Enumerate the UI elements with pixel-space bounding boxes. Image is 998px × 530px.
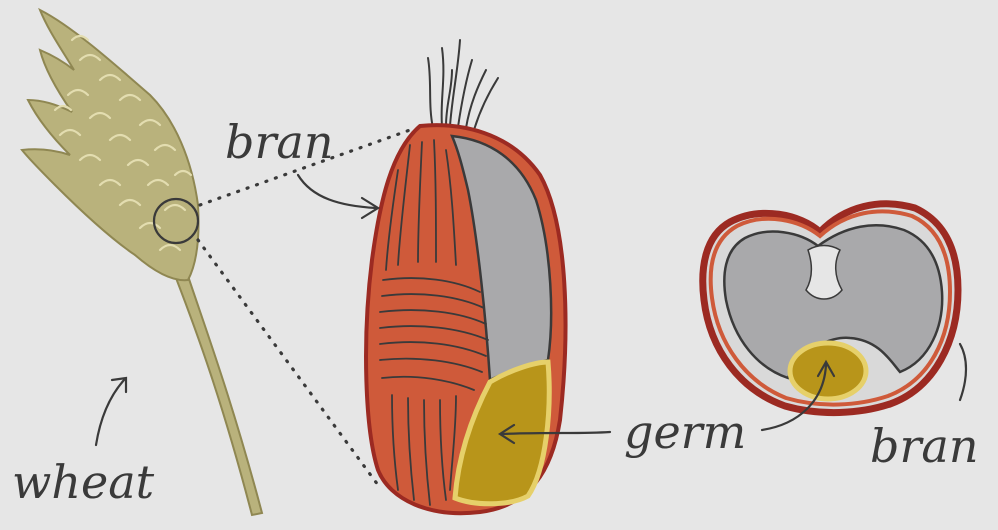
wheat-label: wheat [12, 455, 155, 509]
bran-right-arrow [960, 344, 966, 400]
wheat-spike-icon [22, 10, 262, 515]
germ-label: germ [624, 405, 746, 459]
bran-top-arrow [298, 175, 376, 208]
bran-right-label: bran [870, 419, 979, 473]
wheat-arrow [96, 380, 124, 445]
bran-top-label: bran [225, 115, 334, 169]
wheat-kernel-cross-section-icon [703, 204, 958, 413]
wheat-kernel-longitudinal-icon [366, 40, 565, 513]
